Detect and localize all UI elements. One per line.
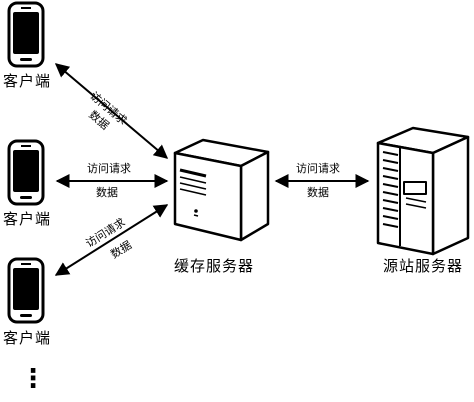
client-phone-icon-2 [7, 139, 45, 206]
edge-label-request-4: 访问请求 [296, 162, 340, 175]
more-clients-ellipsis: ⋮ [20, 364, 46, 394]
edge-client1-cache [54, 63, 169, 159]
cache-server-label: 缓存服务器 [174, 257, 255, 275]
client-phone-icon-1 [7, 1, 45, 68]
edge-client3-cache [54, 204, 169, 276]
client-phone-icon-3 [7, 257, 45, 324]
edge-label-request-2: 访问请求 [87, 162, 131, 175]
edge-label-data-2: 数据 [96, 186, 118, 199]
origin-server-label: 源站服务器 [383, 257, 464, 275]
cache-server-icon [173, 138, 270, 242]
client-label-1: 客户端 [3, 72, 52, 90]
client-label-2: 客户端 [3, 210, 52, 228]
edge-label-data-4: 数据 [307, 186, 329, 199]
client-label-3: 客户端 [3, 329, 52, 347]
origin-server-icon [376, 126, 470, 256]
